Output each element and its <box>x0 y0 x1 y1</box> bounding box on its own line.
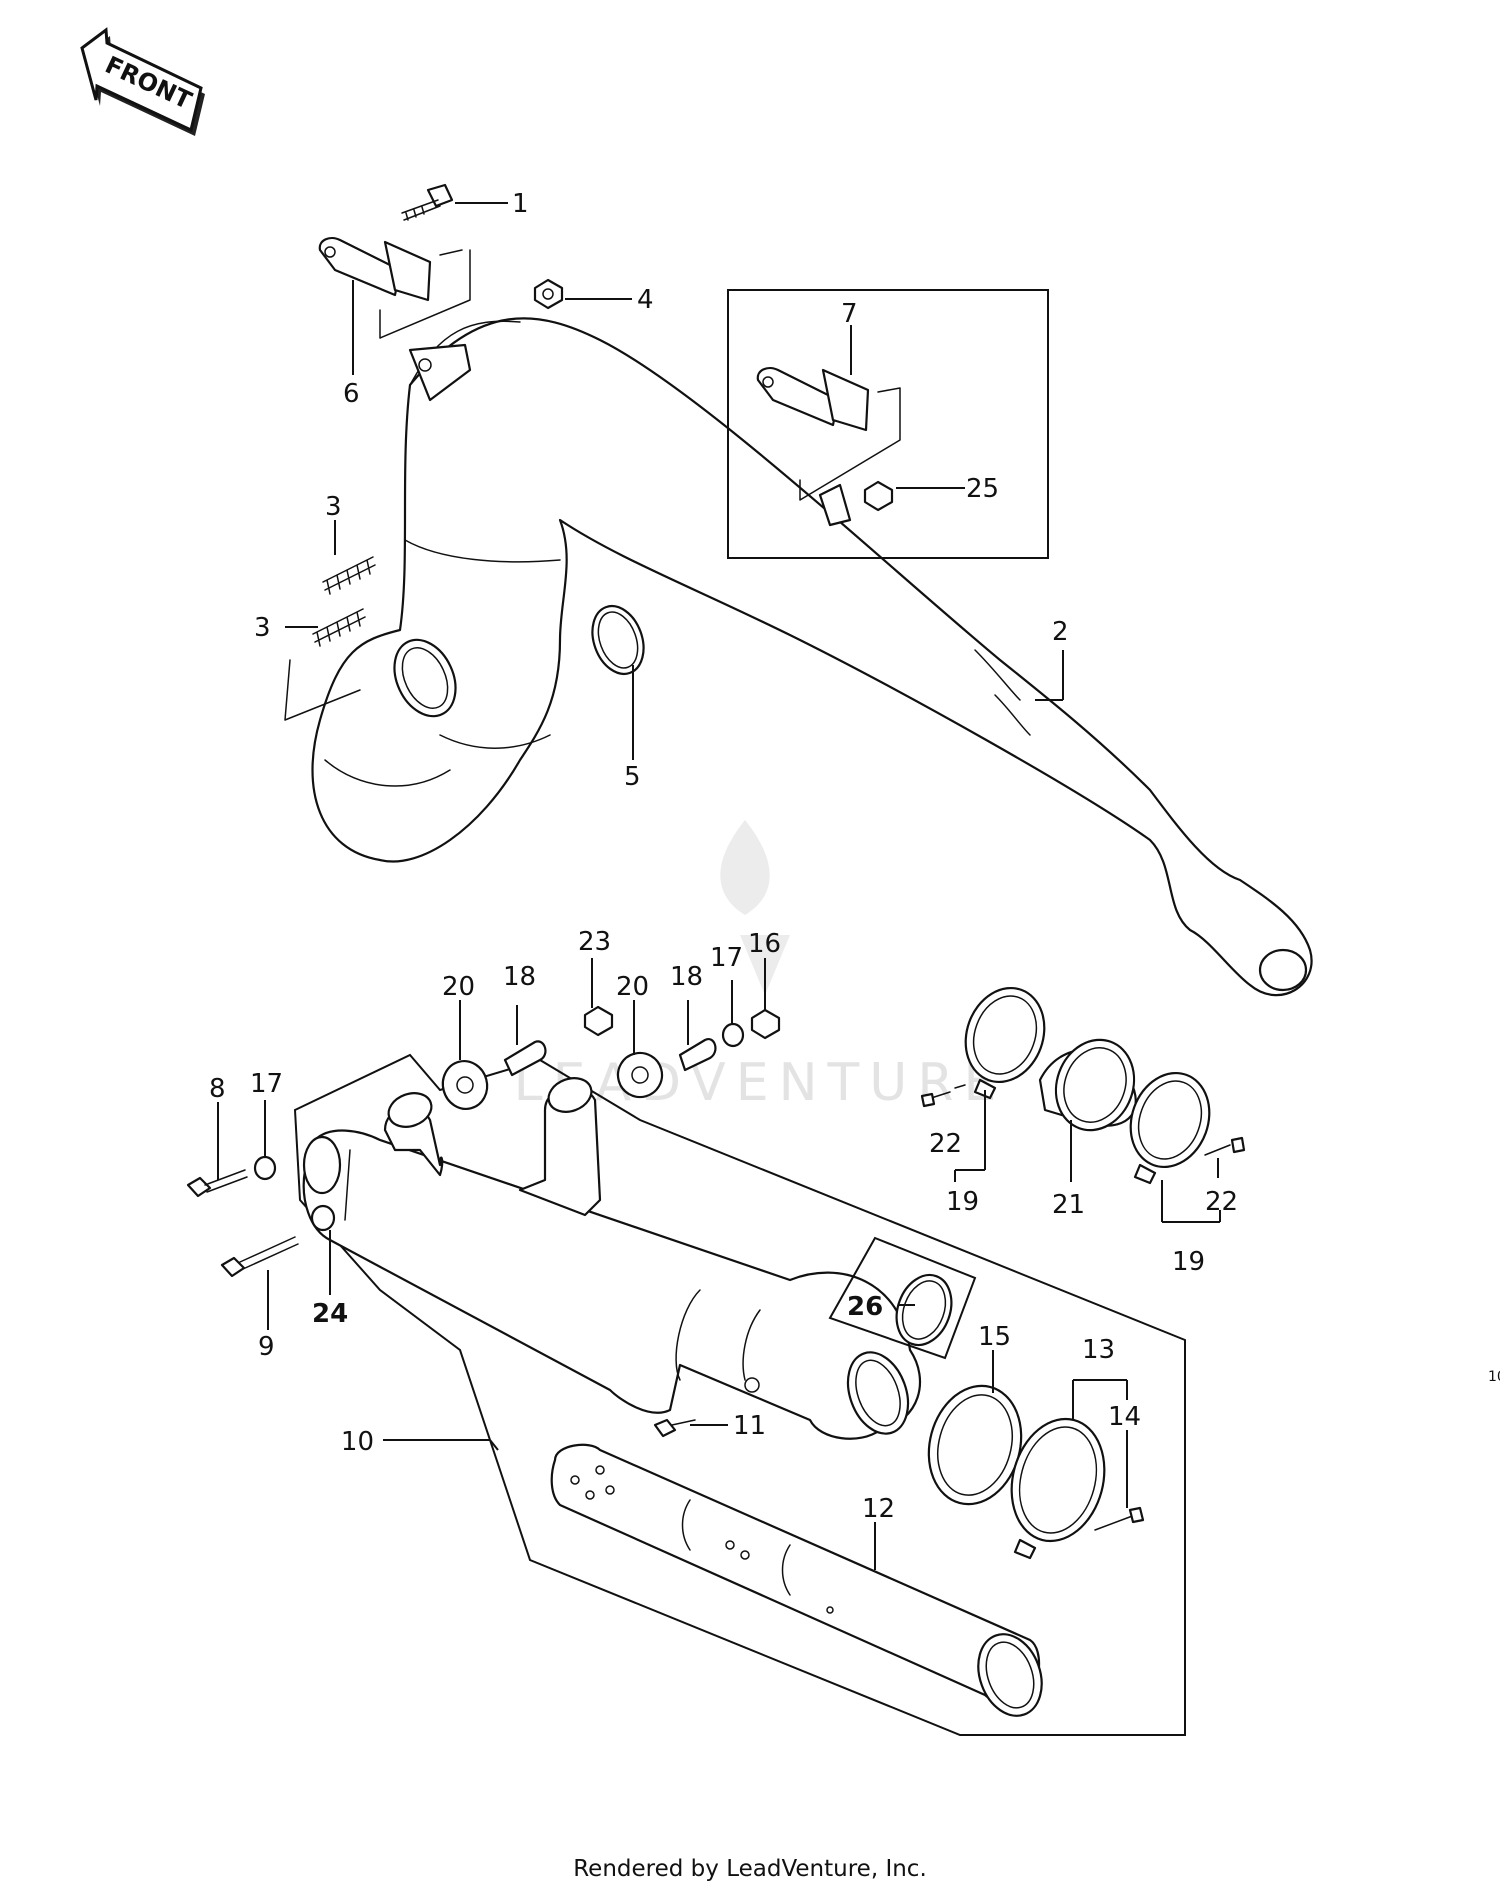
callout-18b: 18 <box>670 962 703 992</box>
exhaust-pipe <box>311 317 1313 997</box>
watermark: LEADVENTURE <box>514 820 996 1113</box>
front-arrow-icon: FRONT <box>80 27 205 136</box>
callout-2: 2 <box>1052 617 1069 647</box>
bracket-7-inset <box>727 289 1049 559</box>
callout-1: 1 <box>512 189 529 219</box>
footer-credit: Rendered by LeadVenture, Inc. <box>573 1856 927 1882</box>
callout-24: 24 <box>312 1299 348 1329</box>
callout-23: 23 <box>578 927 611 957</box>
callout-26: 26 <box>847 1292 883 1322</box>
clamps-and-connector <box>920 986 1246 1185</box>
callout-18a: 18 <box>503 962 536 992</box>
edge-page-mark: 10 <box>1488 1369 1500 1385</box>
callout-6: 6 <box>343 379 360 409</box>
callout-15: 15 <box>978 1322 1011 1352</box>
callout-22a: 22 <box>929 1129 962 1159</box>
callout-7: 7 <box>841 299 858 329</box>
callout-3b: 3 <box>254 613 271 643</box>
silencer-12 <box>550 1443 1043 1717</box>
springs-3 <box>284 556 376 721</box>
callout-19b: 19 <box>1172 1247 1205 1277</box>
hardware-row <box>441 1005 781 1110</box>
callout-12: 12 <box>862 1494 895 1524</box>
callout-20b: 20 <box>616 972 649 1002</box>
callout-labels: 1 2 3 3 4 5 6 7 8 9 10 11 12 13 14 15 16… <box>209 189 1238 1524</box>
bolt-1 <box>401 183 454 221</box>
callout-3a: 3 <box>325 492 342 522</box>
bolts-left <box>186 1155 336 1278</box>
callout-9: 9 <box>258 1332 275 1362</box>
callout-19a: 19 <box>946 1187 979 1217</box>
leader-lines <box>217 202 1221 1570</box>
callout-10: 10 <box>341 1427 374 1457</box>
callout-20a: 20 <box>442 972 475 1002</box>
bracket-6 <box>318 236 471 339</box>
callout-22b: 22 <box>1205 1187 1238 1217</box>
callout-16: 16 <box>748 929 781 959</box>
callout-17b: 17 <box>250 1069 283 1099</box>
callout-4: 4 <box>637 285 654 315</box>
gasket-and-clamps-right <box>653 1236 1145 1560</box>
callout-14: 14 <box>1108 1402 1141 1432</box>
callout-13: 13 <box>1082 1335 1115 1365</box>
callout-5: 5 <box>624 762 641 792</box>
callout-25: 25 <box>966 474 999 504</box>
callout-21: 21 <box>1052 1190 1085 1220</box>
callout-8: 8 <box>209 1074 226 1104</box>
nut-4 <box>533 278 564 310</box>
gasket-5 <box>591 605 645 675</box>
muffler-assembly <box>293 1053 1186 1736</box>
callout-17a: 17 <box>710 943 743 973</box>
callout-11: 11 <box>733 1411 766 1441</box>
